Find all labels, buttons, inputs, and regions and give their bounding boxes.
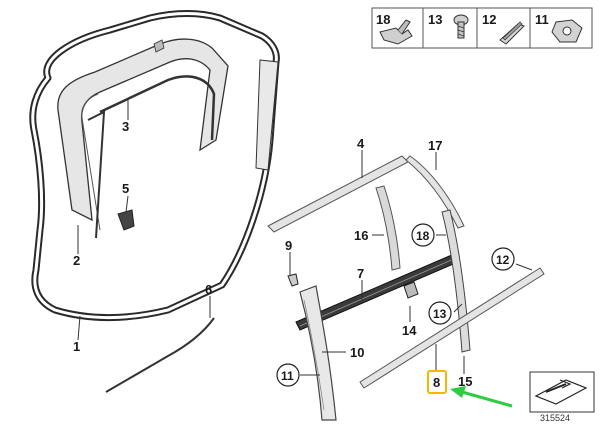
callout-17: 17: [428, 138, 442, 153]
diagram-ref-number: 315524: [540, 413, 570, 423]
callout-18-circle: 18: [411, 223, 435, 247]
arrow-icon: [450, 386, 513, 408]
callout-12: 12: [496, 253, 510, 267]
leader-lines: [77, 98, 533, 376]
callout-14: 14: [402, 323, 417, 338]
callout-11: 11: [281, 369, 294, 383]
callout-12-circle: 12: [491, 247, 515, 271]
parts-legend: 18 13 12 11: [371, 7, 593, 49]
callout-11-circle: 11: [276, 363, 300, 387]
legend-number-12: 12: [482, 12, 496, 27]
callout-10: 10: [350, 345, 364, 360]
callout-1: 1: [73, 339, 80, 354]
callout-5: 5: [122, 181, 129, 196]
callout-15: 15: [458, 374, 472, 389]
clip-part-9: [287, 273, 299, 287]
cover-part-16: [375, 185, 401, 271]
trim-strip-part-12: [359, 267, 545, 389]
callout-18: 18: [416, 229, 430, 243]
diagram-ref-badge: 315524: [529, 371, 595, 423]
clip-bracket-icon: [379, 19, 413, 45]
callout-2: 2: [73, 253, 80, 268]
legend-number-11: 11: [535, 12, 549, 27]
highlight-part-8[interactable]: 8: [427, 370, 447, 394]
callout-7: 7: [357, 266, 364, 281]
sealing-strip-part-6: [105, 317, 215, 393]
callout-13-circle: 13: [428, 301, 452, 325]
callout-6: 6: [205, 282, 212, 297]
callout-16: 16: [354, 228, 368, 243]
callout-3: 3: [122, 119, 129, 134]
callout-4: 4: [357, 136, 365, 151]
legend-number-18: 18: [376, 12, 390, 27]
trim-part-10: [299, 285, 337, 421]
clip-part-14: [403, 281, 419, 299]
edge-clip-icon: [499, 21, 525, 45]
bracket-part-5: [117, 209, 135, 231]
callout-9: 9: [285, 238, 292, 253]
callout-8: 8: [433, 375, 440, 390]
window-channel-part-2: [57, 38, 229, 222]
trim-strip-part-17: [405, 155, 465, 229]
window-seal-part-3: [99, 75, 216, 141]
callout-13: 13: [433, 307, 447, 321]
nut-clip-icon: [551, 19, 583, 43]
legend-number-13: 13: [428, 12, 442, 27]
screw-icon: [453, 14, 469, 39]
